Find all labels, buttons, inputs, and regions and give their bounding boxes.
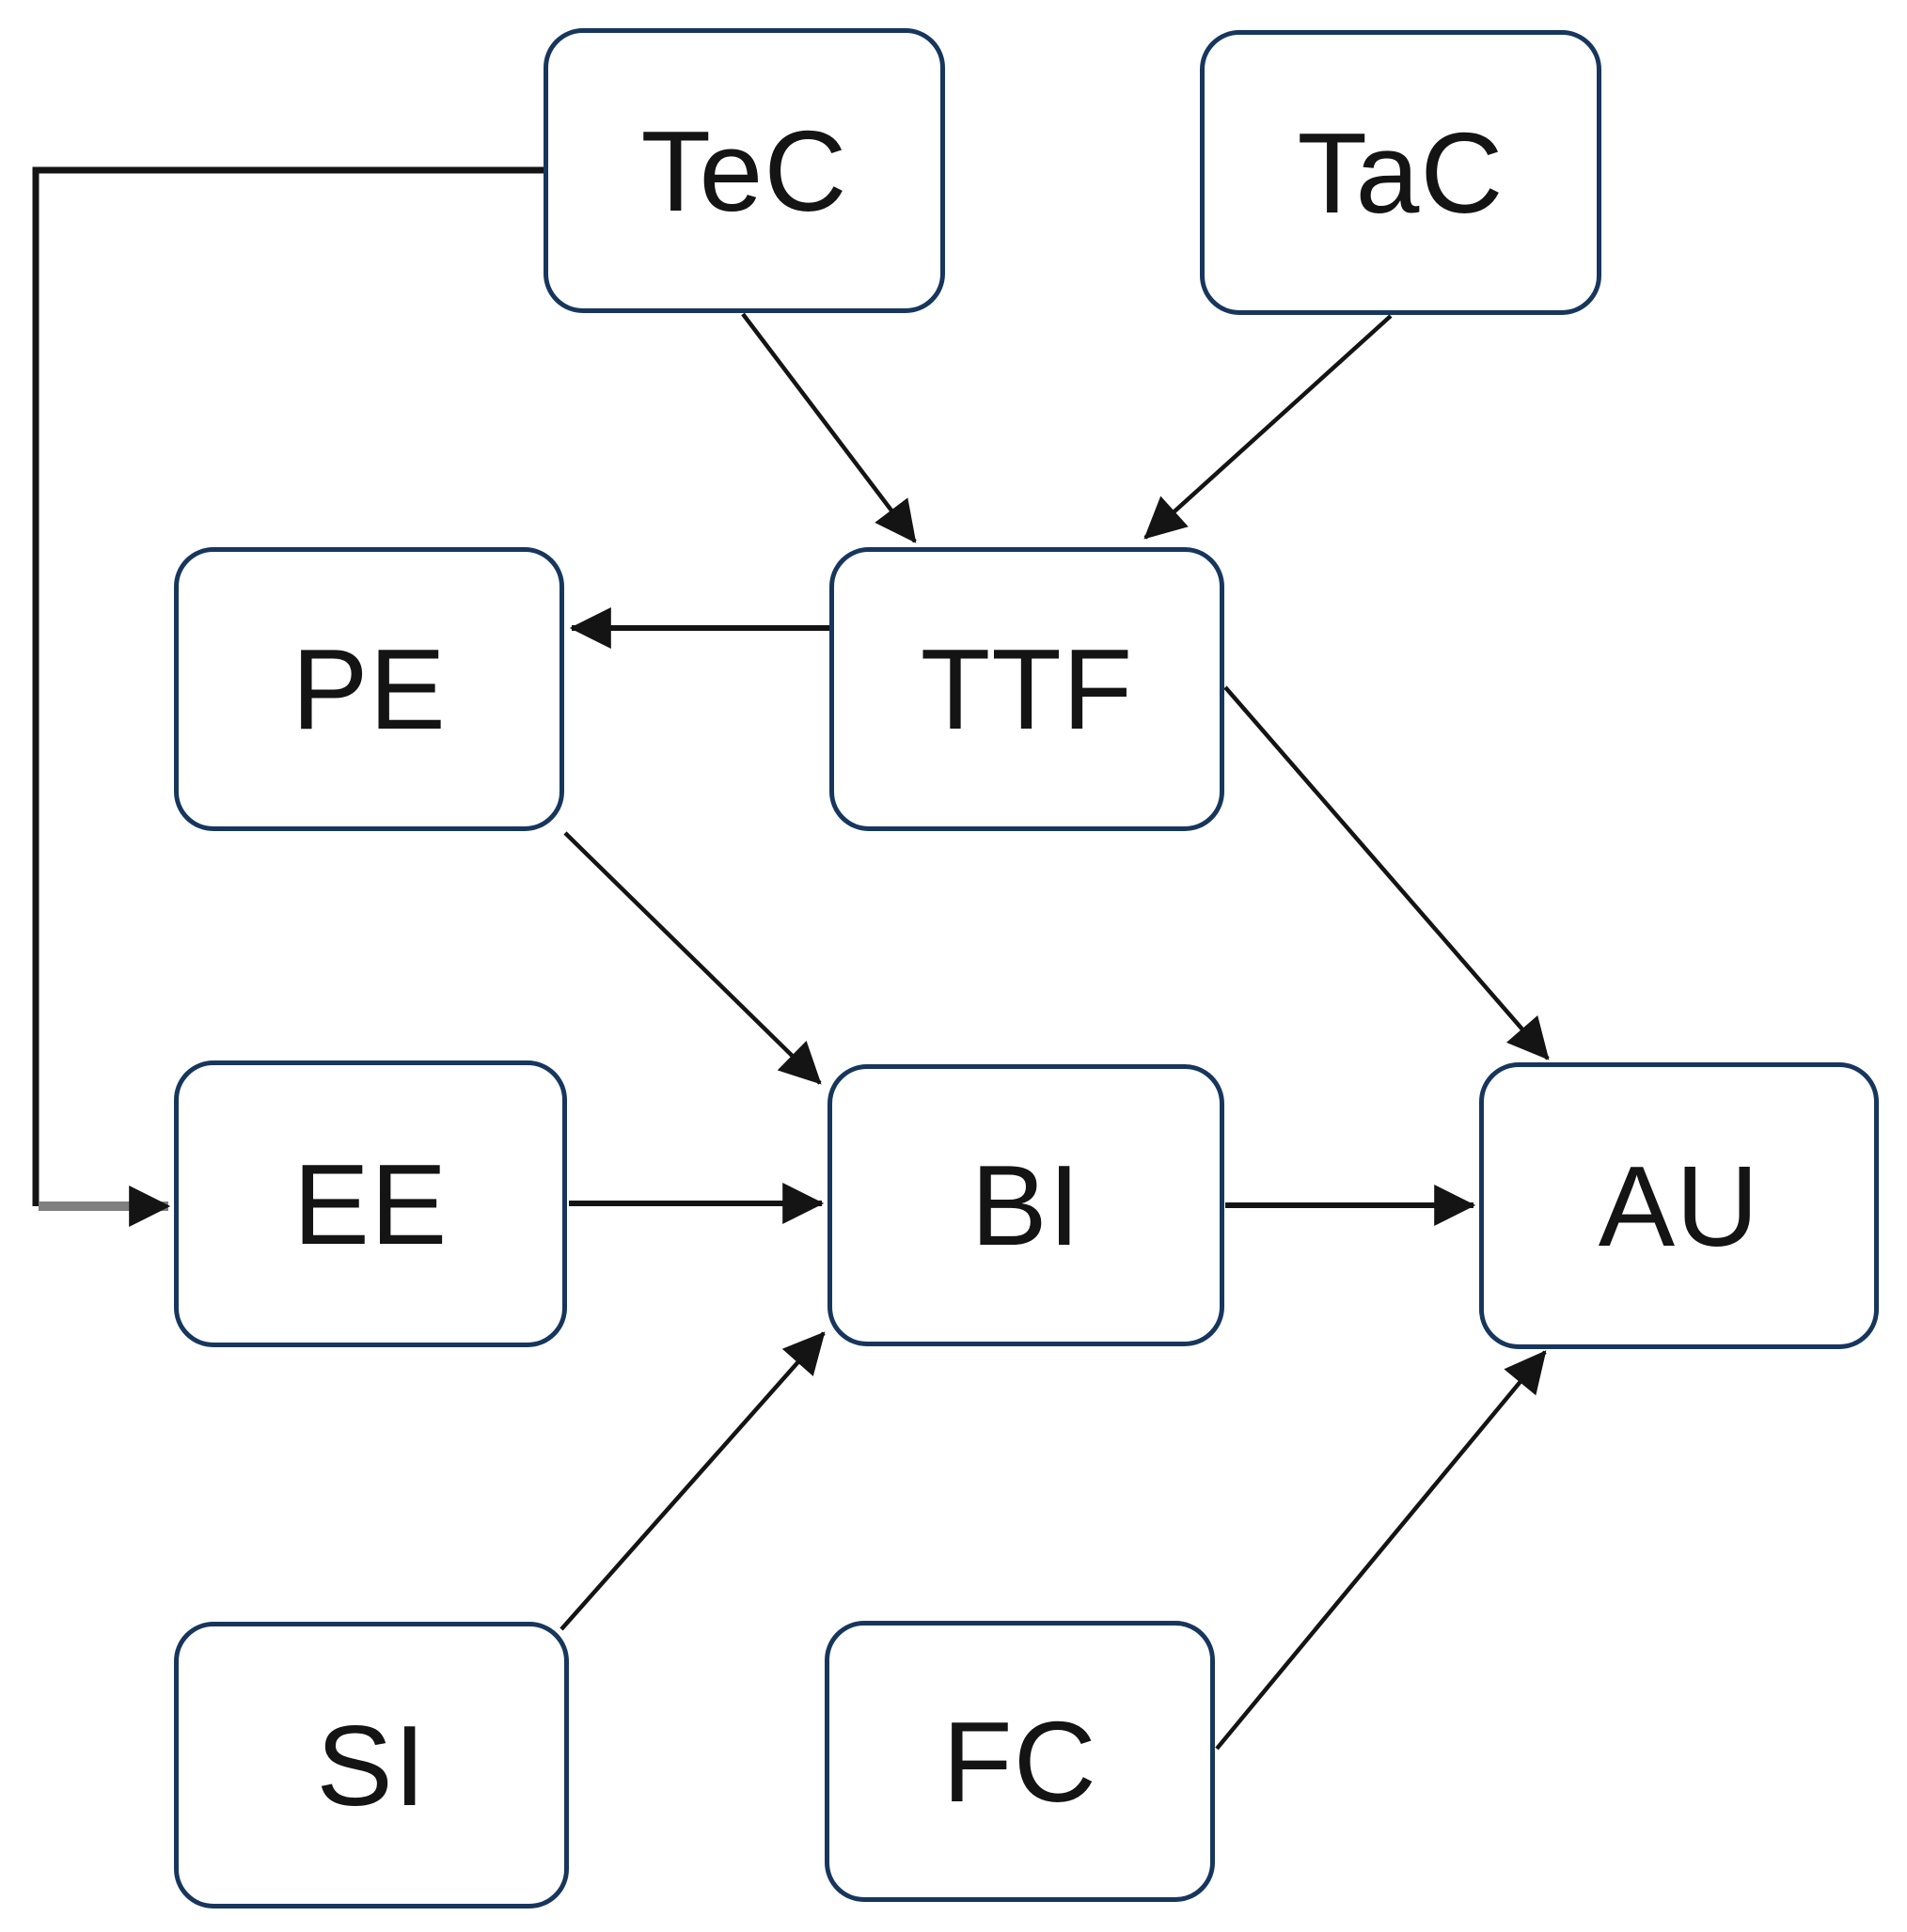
edge-PE-BI [563, 831, 822, 1085]
node-FC: FC [825, 1621, 1215, 1902]
edge-FC-AU [1215, 1350, 1547, 1751]
node-TaC-label: TaC [1297, 108, 1505, 237]
node-TeC-label: TeC [640, 106, 848, 235]
node-AU-label: AU [1598, 1141, 1760, 1270]
node-TTF: TTF [829, 547, 1224, 831]
node-TaC: TaC [1200, 30, 1601, 315]
edge-SI-BI [559, 1331, 826, 1631]
node-SI-label: SI [316, 1701, 427, 1830]
edge-TeC-TTF [741, 312, 917, 543]
node-PE-label: PE [292, 625, 447, 753]
node-BI-label: BI [970, 1141, 1081, 1269]
node-PE: PE [174, 547, 564, 831]
node-EE-label: EE [292, 1139, 449, 1268]
node-AU: AU [1479, 1062, 1879, 1349]
node-TeC: TeC [544, 28, 945, 313]
node-FC-label: FC [942, 1697, 1097, 1826]
node-EE: EE [174, 1060, 567, 1347]
node-BI: BI [827, 1064, 1224, 1346]
edge-TaC-TTF [1143, 314, 1393, 540]
node-SI: SI [174, 1622, 569, 1908]
edge-TeC-EE-elbow [32, 166, 544, 1206]
edge-TTF-AU [1223, 685, 1550, 1060]
node-TTF-label: TTF [920, 625, 1134, 753]
